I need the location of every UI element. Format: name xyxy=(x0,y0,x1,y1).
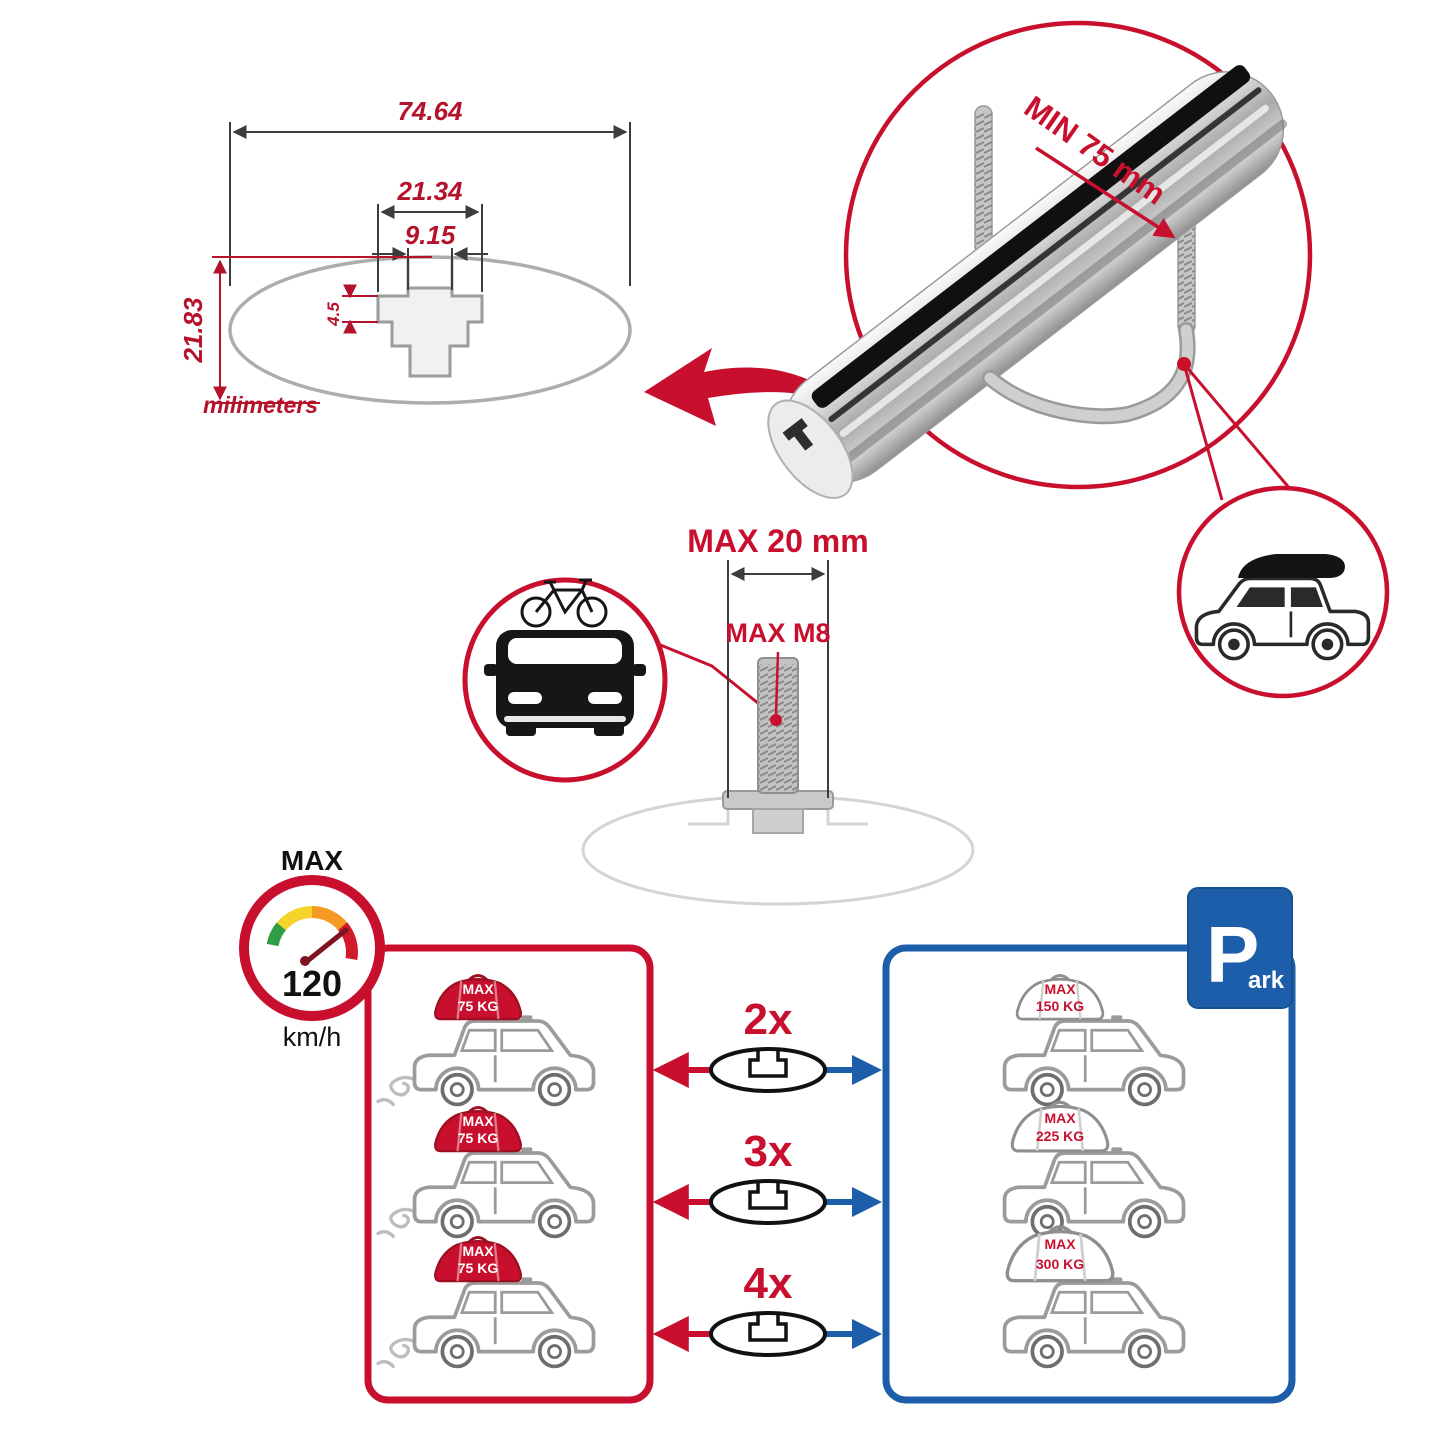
load-weight: 75 KG xyxy=(458,1260,499,1276)
gauge-pivot xyxy=(300,956,310,966)
dim-total-height xyxy=(212,256,432,404)
max-width-label: MAX 20 mm xyxy=(687,523,868,559)
gauge-circle xyxy=(239,875,385,1021)
dim-lip-depth xyxy=(342,284,378,334)
headlight-right xyxy=(588,692,622,704)
dim-total-width xyxy=(229,122,631,286)
unit-label: milimeters xyxy=(203,392,318,418)
thread-dot xyxy=(770,714,782,726)
park-letter: P xyxy=(1206,910,1259,999)
windshield xyxy=(508,638,622,664)
park-sign: P ark xyxy=(1187,887,1293,1009)
park-suffix: ark xyxy=(1248,967,1285,994)
thread-leader-line xyxy=(774,651,780,715)
bolt-leader-line xyxy=(657,642,775,718)
load-weight: 75 KG xyxy=(458,998,499,1014)
headlight-left xyxy=(508,692,542,704)
crossbar-render xyxy=(767,65,1288,499)
crossbar-section-icon xyxy=(709,1179,827,1225)
load-weight: 225 KG xyxy=(1036,1128,1084,1144)
load-label: MAX xyxy=(462,1113,494,1129)
dim-total-width-label: 74.64 xyxy=(397,96,463,126)
bar-end-slot xyxy=(782,418,814,451)
load-weight: 300 KG xyxy=(1036,1256,1084,1272)
load-weight: 75 KG xyxy=(458,1130,499,1146)
detail-circle xyxy=(843,20,1313,490)
crossbar-dimension-diagram: 74.64 21.34 9.15 4.5 21.83 milimeters xyxy=(178,96,632,418)
speed-max-label: MAX xyxy=(281,845,344,876)
bike-icon xyxy=(520,578,608,628)
mirror-left xyxy=(484,664,498,676)
dim-max-width xyxy=(727,560,829,798)
crossbar-section-icon xyxy=(709,1311,827,1357)
usage-panels: 2x 3x 4x MAX 75 KG MAX xyxy=(239,845,1296,1404)
leader-line xyxy=(1182,363,1293,491)
t-nut xyxy=(752,808,804,834)
parked-cars: MAX 150 KG MAX 225 KG MAX 300 KG xyxy=(1002,974,1186,1369)
leader-line xyxy=(1182,363,1224,501)
wheel-right xyxy=(594,722,624,736)
speed-unit: km/h xyxy=(283,1022,342,1052)
dim-channel-inner xyxy=(372,247,488,290)
bar-count-label: 3x xyxy=(744,1127,793,1176)
load-label: MAX xyxy=(1044,1236,1076,1252)
load-label: MAX xyxy=(462,981,494,997)
roof-box xyxy=(1238,554,1345,578)
dim-channel-outer-label: 21.34 xyxy=(396,176,463,206)
clamp-rod-right xyxy=(1177,213,1196,335)
bar-count-label: 4x xyxy=(744,1259,793,1308)
mirror-right xyxy=(632,664,646,676)
load-label: MAX xyxy=(1044,1110,1076,1126)
t-slot-profile xyxy=(376,286,484,378)
vehicle-detail-circle xyxy=(1176,485,1390,699)
dim-lip-depth-label: 4.5 xyxy=(324,302,343,327)
crossbar-section-icon xyxy=(709,1047,827,1093)
bar-detail-view: MIN 75 mm xyxy=(767,20,1313,501)
bumper-line xyxy=(504,716,626,722)
wheel-left xyxy=(506,722,536,736)
park-sign-tile xyxy=(1187,887,1293,1009)
gauge-arc xyxy=(266,906,358,961)
dim-channel-inner-label: 9.15 xyxy=(405,220,456,250)
driving-cars: MAX 75 KG MAX 75 KG MAX 75 KG xyxy=(376,974,596,1369)
max-thread-label: MAX M8 xyxy=(725,618,830,648)
pointer-arrow xyxy=(644,348,848,426)
speed-value: 120 xyxy=(282,963,342,1004)
clamp-rod-left xyxy=(974,105,993,255)
bar-count-row-1: 2x xyxy=(652,995,882,1093)
accessory-mount-detail: MAX 20 mm MAX M8 xyxy=(462,523,975,906)
load-label: MAX xyxy=(1044,981,1076,997)
car-front-view xyxy=(484,630,646,736)
gauge-needle xyxy=(303,927,349,965)
bar-count-label: 2x xyxy=(744,995,793,1044)
bar-count-row-3: 4x xyxy=(652,1259,882,1357)
bar-count-row-2: 3x xyxy=(652,1127,882,1225)
dim-total-height-label: 21.83 xyxy=(178,297,208,364)
load-weight: 150 KG xyxy=(1036,998,1084,1014)
bar-end-cap xyxy=(767,399,854,499)
load-label: MAX xyxy=(462,1243,494,1259)
dim-channel-outer xyxy=(377,204,483,292)
speed-limit-gauge: MAX 120 km/h xyxy=(239,845,385,1052)
bike-car-circle xyxy=(462,577,668,783)
